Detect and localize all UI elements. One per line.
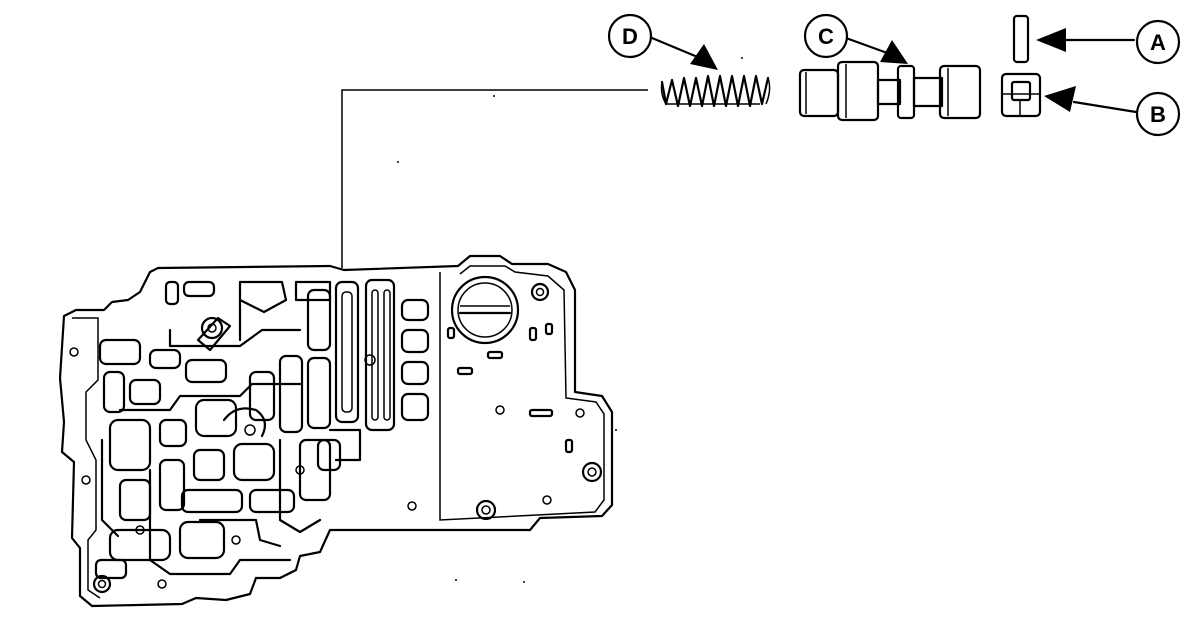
callout-circle-d [607, 13, 653, 59]
filter-cover [450, 275, 520, 345]
valve-body-outline [58, 254, 614, 608]
spool-land-right [938, 64, 982, 120]
callout-b: B [1135, 91, 1181, 137]
leader-line-body-to-spring [341, 89, 648, 268]
plate-slots [446, 322, 574, 454]
fluid-passages [94, 278, 430, 580]
callout-c: C [803, 13, 849, 59]
scan-specks [397, 57, 743, 583]
spring-coils [660, 74, 770, 108]
callout-circle-a [1135, 19, 1181, 65]
spool-land-big [836, 60, 880, 122]
spool-neck [912, 76, 944, 108]
valve-body-left-edge [72, 317, 101, 599]
callout-label-c: C [818, 24, 834, 49]
spring-d [660, 74, 771, 108]
valve-body [58, 254, 614, 608]
callout-circle-b [1135, 91, 1181, 137]
callout-label-a: A [1150, 30, 1166, 55]
callout-circle-c [803, 13, 849, 59]
callout-label-b: B [1150, 102, 1166, 127]
valve-body-inner-outline [439, 265, 605, 521]
callout-a: A [1135, 19, 1181, 65]
callout-label-d: D [622, 24, 638, 49]
callout-d: D [607, 13, 653, 59]
roll-pin-a [1012, 14, 1030, 64]
spool-stem [876, 78, 902, 106]
callout-arrows [650, 28, 1138, 114]
valve-spool-c [798, 60, 982, 122]
retainer-b [1000, 72, 1042, 118]
